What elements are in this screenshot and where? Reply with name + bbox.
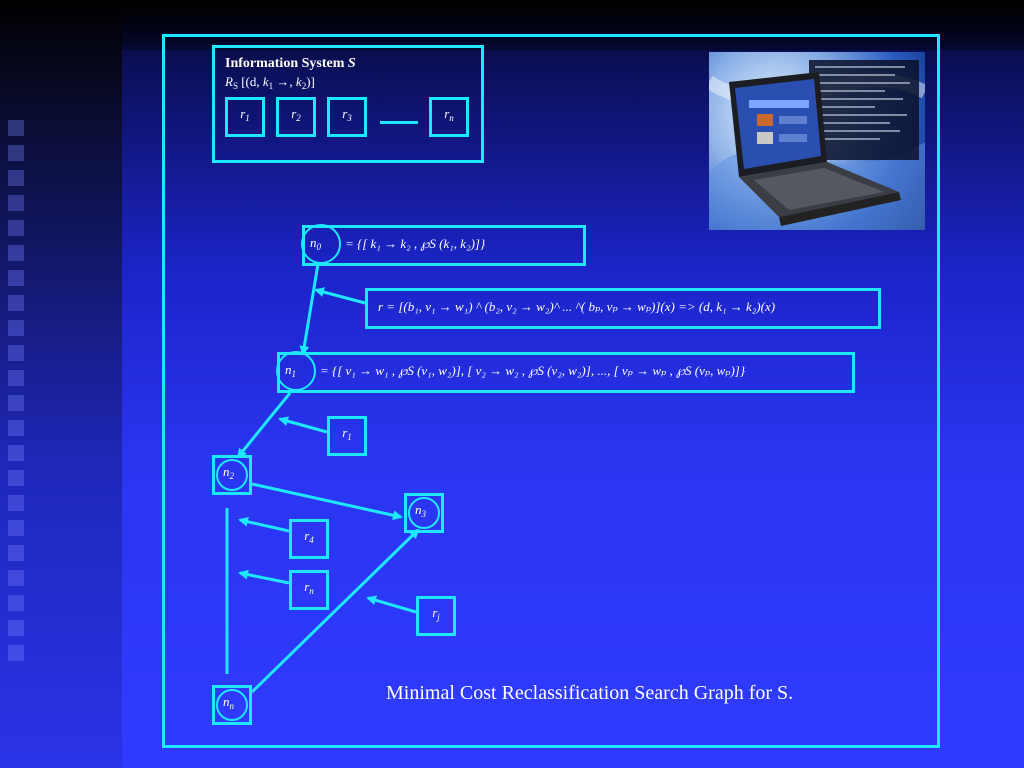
node-n1: n1 bbox=[276, 351, 317, 392]
rel-sub: S bbox=[232, 81, 238, 91]
rel-k2-sub: 2 bbox=[301, 81, 307, 91]
rule-label: r bbox=[432, 605, 438, 620]
edge-rule-pointer bbox=[314, 287, 366, 305]
record-label: r bbox=[291, 106, 297, 121]
record-sub: 1 bbox=[245, 113, 250, 123]
node-n0-box: n0 = {[ k₁ → k₂ , ℘S (k₁, k₂)]} bbox=[301, 224, 586, 266]
rule-label: r bbox=[304, 579, 310, 594]
node-n2: n2 bbox=[212, 455, 252, 495]
n0-formula: = {[ k₁ → k₂ , ℘S (k₁, k₂)]} bbox=[345, 236, 486, 251]
record-box-rn: rn bbox=[429, 97, 469, 137]
n1-formula: = {[ v₁ → w₁ , ℘S (v₁, w₂)], [ v₂ → w₂ ,… bbox=[320, 363, 746, 378]
rel-close: )] bbox=[306, 74, 315, 89]
slide-frame bbox=[162, 34, 940, 748]
laptop-image bbox=[709, 52, 925, 230]
edge-n1-n2 bbox=[236, 392, 292, 459]
rel-text: [(d, bbox=[241, 74, 260, 89]
info-title-var: S bbox=[347, 56, 356, 71]
rel-arrow: →, bbox=[276, 74, 293, 89]
record-label: r bbox=[342, 106, 348, 121]
information-system-box: Information System S RS [(d, k1 →, k2)] bbox=[212, 45, 484, 163]
top-dark-band bbox=[122, 0, 1024, 50]
edge-nn-n3 bbox=[250, 528, 420, 694]
record-box-r1: r1 bbox=[225, 97, 265, 137]
edge-rule-r4: r4 bbox=[289, 519, 329, 559]
records-ellipsis-dash bbox=[380, 121, 418, 124]
rule-box: r = [(b₁, v₁ → w₁) ^ (b₂, v₂ → w₂)^ ... … bbox=[365, 288, 881, 329]
rule-sub: j bbox=[437, 612, 440, 622]
edge-r1-pointer bbox=[278, 416, 328, 434]
record-box-r2: r2 bbox=[276, 97, 316, 137]
rule-sub: 1 bbox=[347, 432, 352, 442]
edge-rj-pointer bbox=[366, 595, 417, 614]
laptop-icon bbox=[709, 60, 925, 230]
rel-prefix: R bbox=[225, 74, 233, 89]
rel-k1: k bbox=[262, 74, 269, 89]
node-ring bbox=[216, 459, 248, 491]
information-system-relation: RS [(d, k1 →, k2)] bbox=[225, 74, 315, 91]
node-nn: nn bbox=[212, 685, 252, 725]
edge-r4-pointer bbox=[238, 516, 290, 533]
rel-k1-sub: 1 bbox=[268, 81, 274, 91]
rule-sub: 4 bbox=[309, 535, 314, 545]
left-decorative-band bbox=[0, 0, 122, 768]
node-n1-box: n1 = {[ v₁ → w₁ , ℘S (v₁, w₂)], [ v₂ → w… bbox=[276, 351, 855, 393]
edge-n0-n1 bbox=[299, 263, 320, 356]
edge-rn-pointer bbox=[238, 569, 290, 585]
rule-label: r bbox=[304, 528, 310, 543]
information-system-title: Information System S bbox=[225, 56, 356, 72]
rel-k2: k bbox=[295, 74, 302, 89]
node-ring bbox=[216, 689, 248, 721]
edge-rule-r1: r1 bbox=[327, 416, 367, 456]
rule-formula: r = [(b₁, v₁ → w₁) ^ (b₂, v₂ → w₂)^ ... … bbox=[378, 299, 776, 314]
record-sub: 2 bbox=[296, 113, 301, 123]
node-n0: n0 bbox=[301, 224, 342, 265]
decorative-squares bbox=[8, 120, 36, 670]
edge-rule-rn: rn bbox=[289, 570, 329, 610]
node-ring bbox=[301, 224, 341, 264]
record-sub: n bbox=[449, 113, 454, 123]
diagram-caption: Minimal Cost Reclassification Search Gra… bbox=[386, 682, 794, 704]
rule-label: r bbox=[342, 425, 348, 440]
node-ring bbox=[408, 497, 440, 529]
edge-n2-n3 bbox=[251, 482, 403, 521]
record-box-r3: r3 bbox=[327, 97, 367, 137]
node-n3: n3 bbox=[404, 493, 444, 533]
node-ring bbox=[276, 351, 316, 391]
record-sub: 3 bbox=[347, 113, 352, 123]
edge-rule-rj: rj bbox=[416, 596, 456, 636]
rule-sub: n bbox=[309, 586, 314, 596]
info-title-text: Information System bbox=[225, 56, 345, 71]
record-label: r bbox=[444, 106, 450, 121]
record-label: r bbox=[240, 106, 246, 121]
